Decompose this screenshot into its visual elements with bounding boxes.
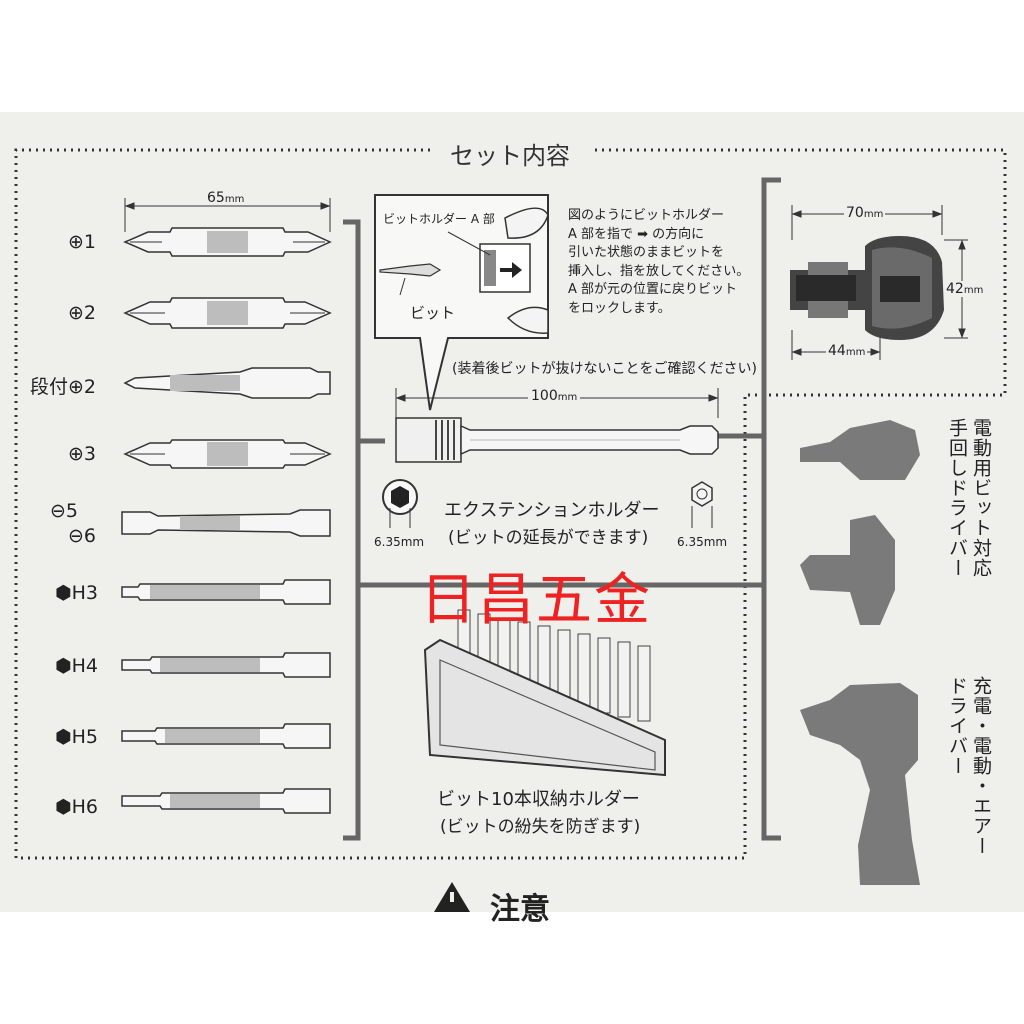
bit-phillips-1 xyxy=(123,227,332,257)
handle-width-label: 70mm xyxy=(844,205,886,221)
handle-depth-label: 44mm xyxy=(826,343,868,359)
handle-width-value: 70 xyxy=(846,205,864,221)
bit-hex-h5 xyxy=(121,723,331,749)
bit-list xyxy=(121,227,332,814)
compatible-tools-illustrations xyxy=(800,420,920,885)
extension-length-label: 100mm xyxy=(528,388,581,404)
instruction-line-5: A 部が元の位置に戻りビット xyxy=(568,282,738,297)
tool-ratchet-driver xyxy=(800,420,920,480)
bit-label-slotted-5: ⊖5 xyxy=(50,500,79,522)
bit-hex-h4 xyxy=(121,652,331,678)
extension-subtitle: (ビットの延長ができます) xyxy=(448,528,649,548)
extension-length-unit: mm xyxy=(557,392,578,403)
tool-t-handle-driver xyxy=(800,515,895,625)
holder-callout-box xyxy=(374,194,549,411)
bit-label-stepped-phillips-2: 段付⊕2 xyxy=(30,376,97,398)
bit-label-hex-h6: ⬢H6 xyxy=(55,796,98,818)
handle-screwdriver-illustration xyxy=(790,205,968,360)
storage-name: ビット10本収納ホルダー xyxy=(437,789,640,810)
bit-label-phillips-3: ⊕3 xyxy=(68,443,97,465)
compat-manual-line-1: 電動用ビット対応 xyxy=(970,418,992,578)
instruction-line-3: 引いた状態のままビットを xyxy=(568,245,725,260)
instruction-line-2: A 部を指で ➡ の方向に xyxy=(568,226,705,242)
handle-height-value: 42 xyxy=(946,281,964,297)
hex-size-left: 6.35mm xyxy=(374,535,425,549)
instruction-line-4: 挿入し、指を放してください。 xyxy=(568,263,750,279)
bit-phillips-2 xyxy=(123,297,332,329)
extension-length-value: 100 xyxy=(531,388,558,404)
holder-note: (装着後ビットが抜けないことをご確認ください) xyxy=(452,361,757,377)
handle-height-unit: mm xyxy=(963,285,984,296)
extension-holder xyxy=(382,417,719,528)
bit-dimension-65 xyxy=(124,198,331,232)
warning-heading: 注意 xyxy=(490,892,550,927)
compat-manual-line-2: 手回しドライバー xyxy=(946,418,968,578)
bit-label-phillips-2: ⊕2 xyxy=(68,302,97,324)
holder-instructions: 図のようにビットホルダー A 部を指で ➡ の方向に 引いた状態のままビットを … xyxy=(568,207,749,318)
instruction-line-6: をロックします。 xyxy=(568,300,671,316)
holder-bit-label: ビット xyxy=(410,304,456,322)
bit-length-unit: mm xyxy=(224,194,245,205)
holder-part-label: ビットホルダー A 部 xyxy=(383,212,495,226)
extension-name: エクステンションホルダー xyxy=(444,500,660,521)
handle-depth-unit: mm xyxy=(845,347,866,358)
bit-stepped-phillips-2 xyxy=(123,367,331,399)
bit-label-hex-h4: ⬢H4 xyxy=(55,655,98,677)
bit-label-hex-h5: ⬢H5 xyxy=(55,726,98,748)
bracket-lines xyxy=(343,177,781,841)
bit-label-phillips-1: ⊕1 xyxy=(68,231,97,253)
bit-hex-h6 xyxy=(121,788,331,814)
handle-height-label: 42mm xyxy=(946,281,984,297)
warning-triangle-icon xyxy=(434,882,470,912)
hex-size-right: 6.35mm xyxy=(677,535,728,549)
compat-power-line-1: 充電・電動・エアー xyxy=(970,676,992,856)
instruction-line-1: 図のようにビットホルダー xyxy=(568,208,725,223)
compat-power-line-2: ドライバー xyxy=(946,676,968,776)
shop-watermark: 日昌五金 xyxy=(420,568,652,633)
storage-case-illustration xyxy=(423,609,666,777)
handle-depth-value: 44 xyxy=(828,343,846,359)
bit-label-hex-h3: ⬢H3 xyxy=(55,582,98,604)
section-title: セット内容 xyxy=(444,136,576,171)
bit-length-label: 65mm xyxy=(207,190,244,206)
handle-width-unit: mm xyxy=(863,209,884,220)
bit-length-value: 65 xyxy=(207,190,225,206)
tool-cordless-impact-driver xyxy=(800,683,920,885)
storage-subtitle: (ビットの紛失を防ぎます) xyxy=(440,817,641,837)
bit-label-slotted-6: ⊖6 xyxy=(68,525,97,547)
bit-slotted-5-6 xyxy=(121,509,331,537)
bit-hex-h3 xyxy=(121,579,331,605)
bit-phillips-3 xyxy=(123,439,332,469)
dotted-frame xyxy=(14,148,1007,860)
